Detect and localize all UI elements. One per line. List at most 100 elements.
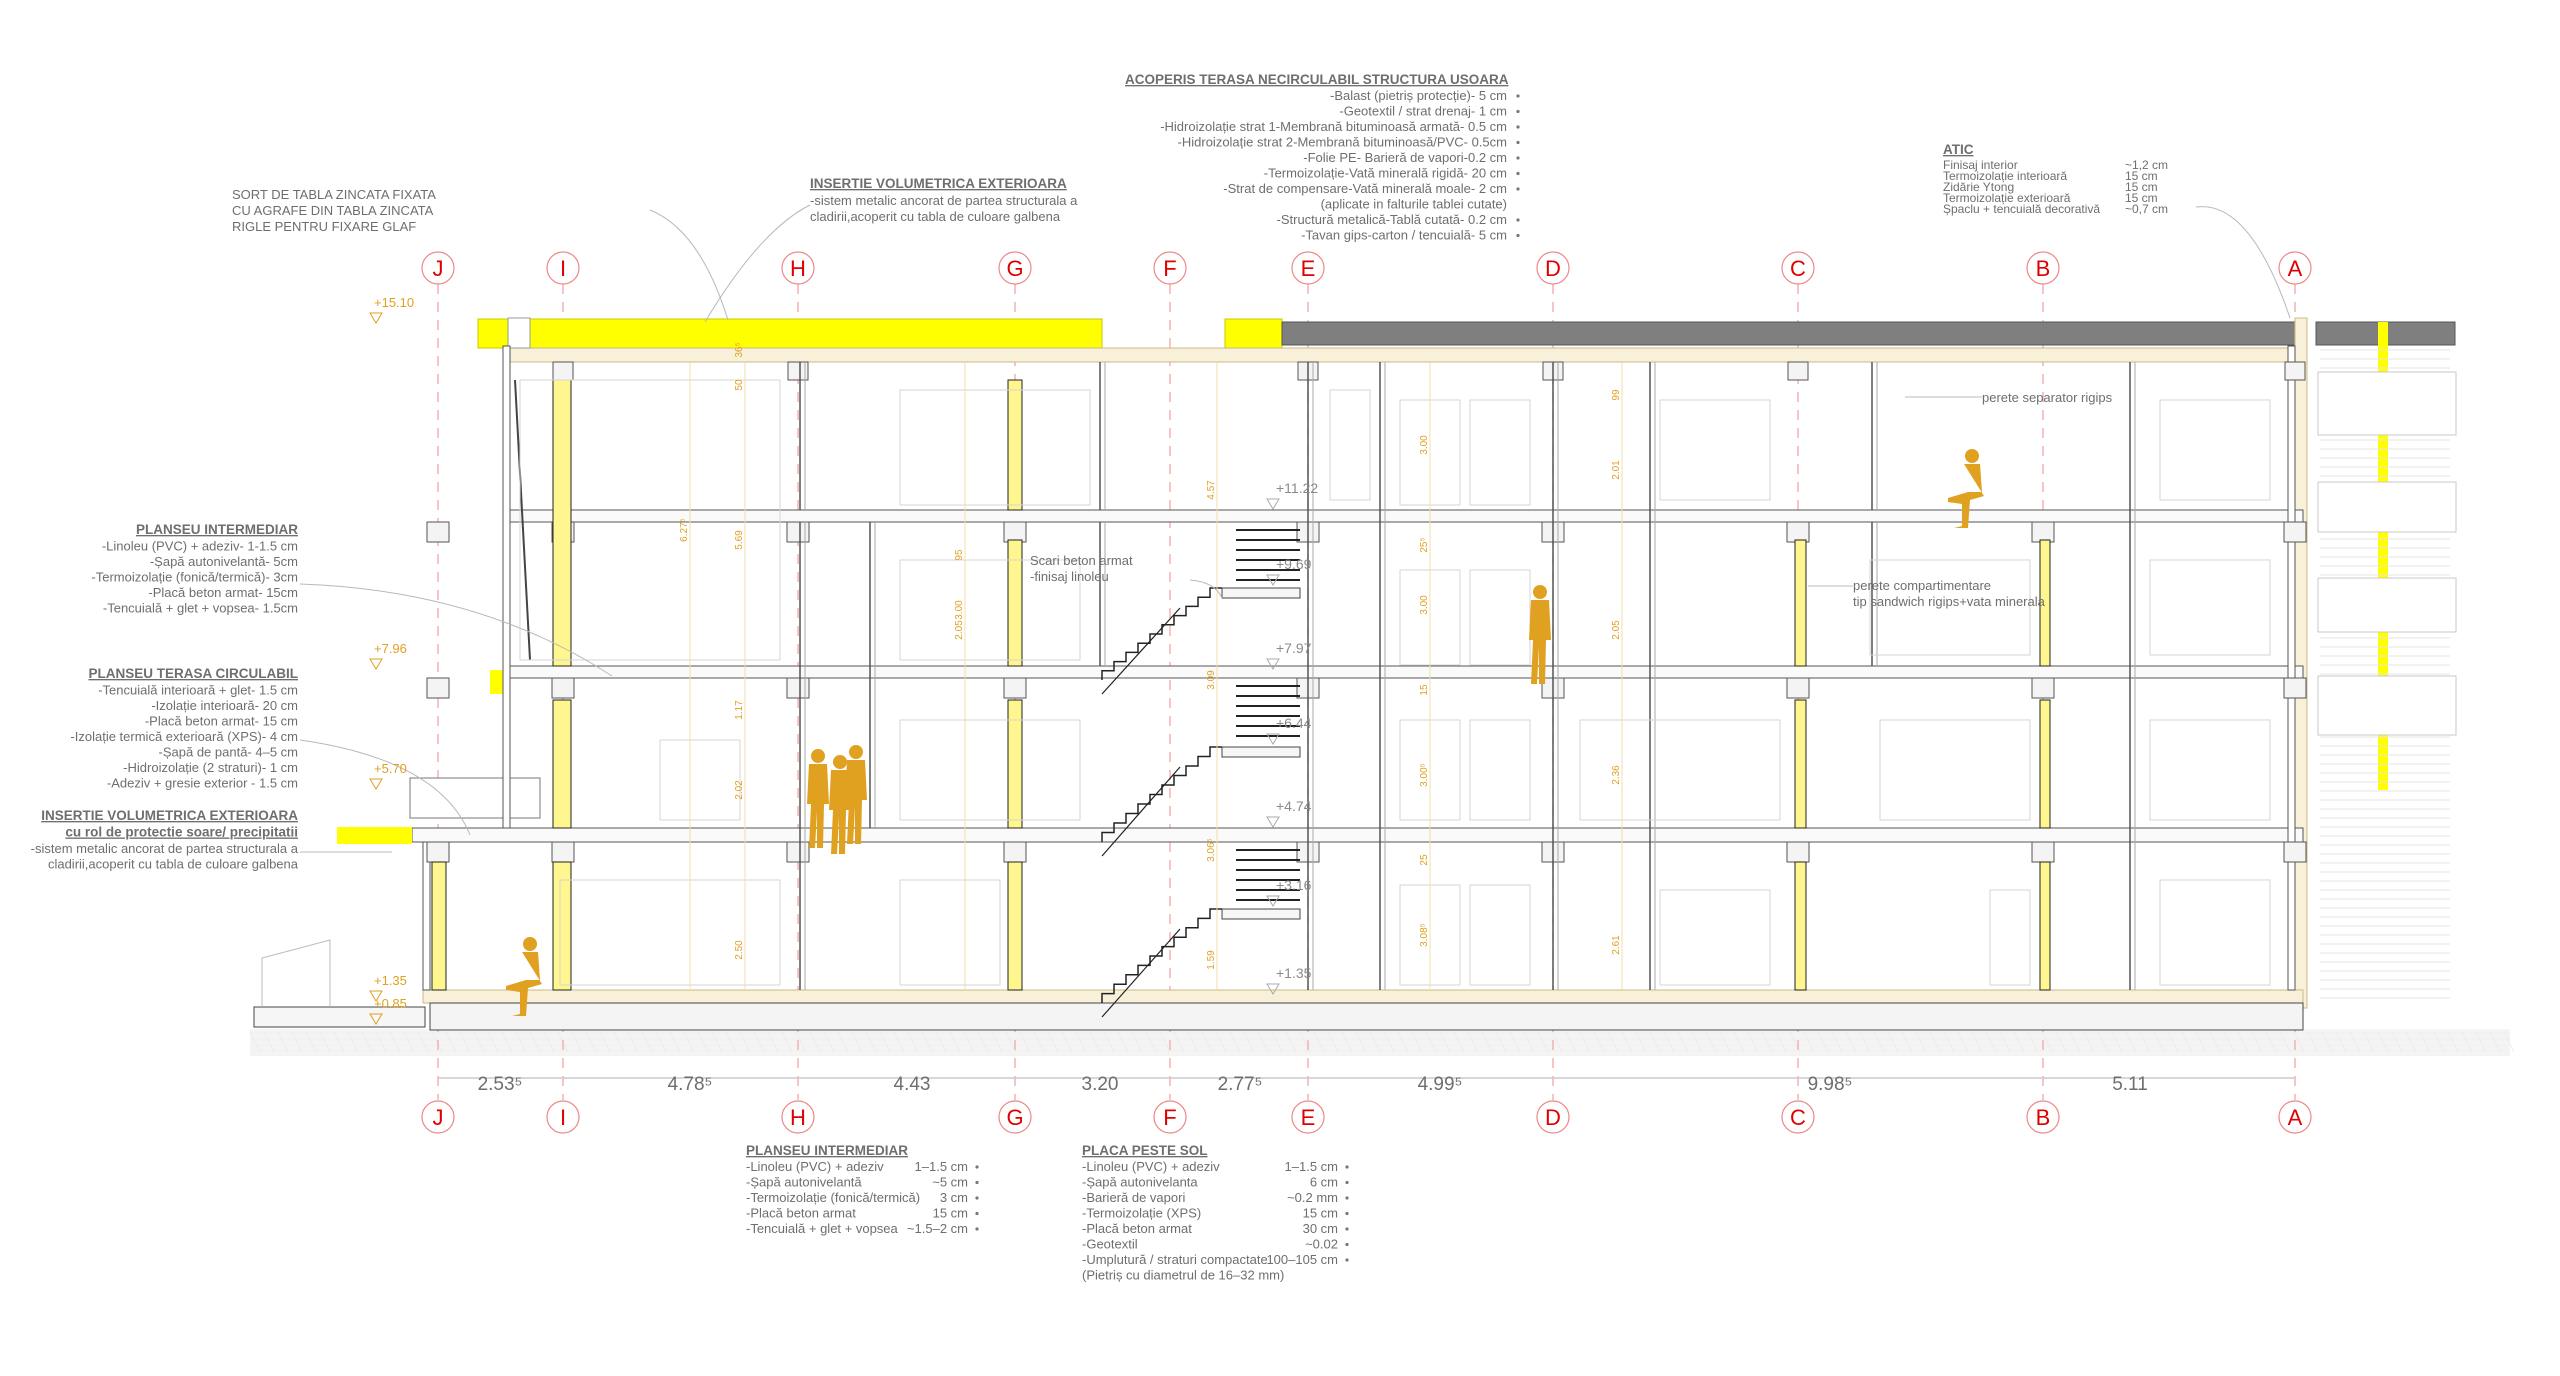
ground-hatch-line xyxy=(767,1031,779,1053)
ground-hatch-line xyxy=(291,1031,303,1053)
beam-section xyxy=(2031,521,2055,543)
beam-section xyxy=(1786,677,1810,699)
ground-hatch-line xyxy=(977,1031,989,1053)
vertical-dimension: 1.17 xyxy=(734,700,745,720)
separator-wall-note: perete separator rigips xyxy=(1982,390,2113,405)
planseu-left-note-line: -Termoizolație (fonică/termică)- 3cm xyxy=(91,570,298,585)
ground-hatch-line xyxy=(1733,1031,1745,1053)
ground-hatch-line xyxy=(1117,1031,1129,1053)
ground-hatch-line xyxy=(1817,1031,1829,1053)
vertical-dimension: 2.05 xyxy=(1611,620,1622,640)
beam-section xyxy=(2283,841,2307,863)
vertical-dimension: 3.00⁵ xyxy=(1419,763,1430,787)
patio-slab xyxy=(253,1006,426,1028)
bullet-dot xyxy=(1516,218,1520,222)
ground-hatch-line xyxy=(2027,1031,2039,1053)
placa-note-row-value: 1–1.5 cm xyxy=(1285,1159,1338,1174)
ground-hatch-line xyxy=(1565,1031,1577,1053)
bullet-dot xyxy=(1345,1258,1349,1262)
ground-hatch-line xyxy=(1425,1031,1437,1053)
ground-hatch-line xyxy=(1369,1031,1381,1053)
insertie-left-note-line: cladirii,acoperit cu tabla de culoare ga… xyxy=(48,857,299,872)
ground-hatch-line xyxy=(2209,1031,2221,1053)
span-dimension: 3.20 xyxy=(1082,1074,1119,1095)
vertical-dimension: 3.06⁵ xyxy=(1206,838,1217,862)
window-door-frame xyxy=(1989,889,2031,986)
stairs-note-line: -finisaj linoleu xyxy=(1030,569,1109,584)
ground-hatch-line xyxy=(2391,1031,2403,1053)
bullet-dot xyxy=(1516,187,1520,191)
terasa-left-note-title: PLANSEU TERASA CIRCULABIL xyxy=(88,666,298,681)
atic-row-label: Termoizolație interioară xyxy=(1943,169,2067,183)
axis-label-G-top: G xyxy=(1006,256,1023,281)
leader-arrow xyxy=(649,209,729,321)
ground-hatch-line xyxy=(739,1031,751,1053)
axis-label-H-bottom: H xyxy=(790,1105,806,1130)
span-dimension: 2.77⁵ xyxy=(1218,1074,1263,1095)
level-triangle-icon xyxy=(369,990,383,1002)
level-triangle-icon xyxy=(1266,498,1280,510)
ground-hatch-line xyxy=(2279,1031,2291,1053)
beam-section xyxy=(1003,521,1027,543)
terasa-left-note-line: -Adeziv + gresie exterior - 1.5 cm xyxy=(107,776,298,791)
ground-hatch-line xyxy=(1691,1031,1703,1053)
planseu-bottom-note-row-value: 3 cm xyxy=(940,1190,968,1205)
placa-note-row-value: ~0.2 mm xyxy=(1287,1190,1338,1205)
vertical-dimension: 25⁵ xyxy=(1419,537,1430,552)
ground-hatch-line xyxy=(2461,1031,2473,1053)
axis-label-F-top: F xyxy=(1163,256,1176,281)
ground-hatch-line xyxy=(599,1031,611,1053)
bullet-dot xyxy=(1345,1180,1349,1185)
partition-wall-note: perete compartimentare xyxy=(1853,578,1991,593)
ground-hatch-line xyxy=(1873,1031,1885,1053)
ground-slab xyxy=(429,1002,2304,1031)
roof-insulation-layer xyxy=(502,347,2304,363)
planseu-bottom-note-title: PLANSEU INTERMEDIAR xyxy=(746,1143,908,1158)
ground-hatch-line xyxy=(417,1031,429,1053)
ground-hatch-line xyxy=(2419,1031,2431,1053)
axis-bubble xyxy=(546,251,580,285)
span-dimension: 4.78⁵ xyxy=(668,1074,713,1095)
planseu-bottom-note-row-label: -Linoleu (PVC) + adeziv xyxy=(746,1159,884,1174)
ground-hatch-line xyxy=(1831,1031,1843,1053)
stair-level-marker: +11.22 xyxy=(1276,480,1318,496)
ground-hatch-line xyxy=(2293,1031,2305,1053)
sort-note-line: SORT DE TABLA ZINCATA FIXATA xyxy=(232,187,436,202)
vertical-dimension: 3.00 xyxy=(1419,595,1430,615)
atic-row-value: 15 cm xyxy=(2125,191,2158,205)
axis-label-C-top: C xyxy=(1790,256,1806,281)
window-door-frame xyxy=(1469,719,1531,821)
ground-hatch-line xyxy=(1411,1031,1423,1053)
slab-floor-1 xyxy=(411,827,2304,843)
beam-section xyxy=(426,521,450,543)
beam-section xyxy=(1003,841,1027,863)
leader-arrow xyxy=(299,739,471,836)
ground-hatch-line xyxy=(1453,1031,1465,1053)
axis-label-G-bottom: G xyxy=(1006,1105,1023,1130)
level-triangle-icon xyxy=(369,1013,383,1025)
ground-hatch-line xyxy=(1061,1031,1073,1053)
roof-note-line: -Balast (pietriș protecție)- 5 cm xyxy=(1330,88,1507,103)
ground-hatch-line xyxy=(1173,1031,1185,1053)
ground-hatch-line xyxy=(1957,1031,1969,1053)
ground-hatch-line xyxy=(2377,1031,2389,1053)
patio-railing xyxy=(261,939,331,1007)
stair-level-marker: +7.97 xyxy=(1276,640,1312,656)
ground-hatch-line xyxy=(277,1031,289,1053)
level-triangle-icon xyxy=(369,778,383,790)
ground-hatch-line xyxy=(1131,1031,1143,1053)
axis-label-H-top: H xyxy=(790,256,806,281)
ground-hatch-line xyxy=(1075,1031,1087,1053)
axis-bubble xyxy=(2026,1100,2060,1134)
stair-soffit xyxy=(1101,766,1181,857)
terasa-left-note-line: -Tencuială interioară + glet- 1.5 cm xyxy=(98,683,298,698)
axis-label-F-bottom: F xyxy=(1163,1105,1176,1130)
ground-hatch-line xyxy=(1915,1031,1927,1053)
planseu-left-note-title: PLANSEU INTERMEDIAR xyxy=(136,522,298,537)
stair-landing xyxy=(1221,587,1301,599)
window-door-frame xyxy=(1869,559,2031,656)
ground-hatch-line xyxy=(1509,1031,1521,1053)
level-marker: +15.10 xyxy=(374,295,414,310)
axis-label-J-top: J xyxy=(433,256,444,281)
